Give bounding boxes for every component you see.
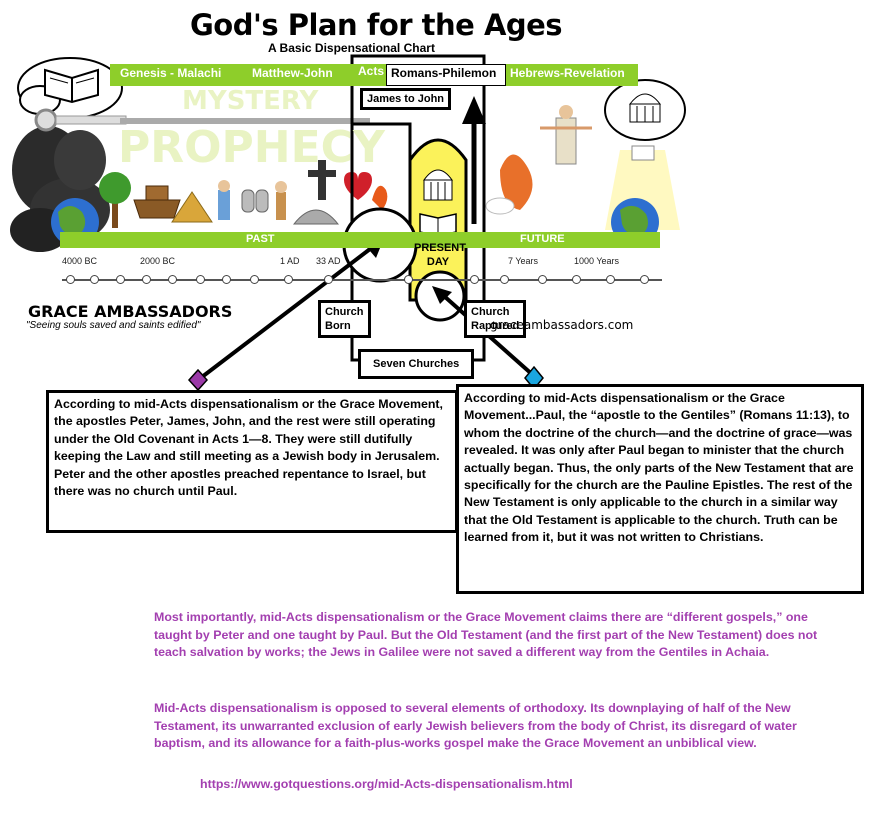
timeline-tick	[90, 275, 99, 284]
church-born-line1: Church	[325, 305, 364, 319]
timeline-tick	[284, 275, 293, 284]
prophecy-word: PROPHECY	[118, 122, 385, 173]
present-day-line1: PRESENT	[414, 241, 462, 255]
seven-churches-label: Seven Churches	[358, 349, 474, 379]
future-label: FUTURE	[520, 233, 565, 245]
timeline-tick	[404, 275, 413, 284]
source-link[interactable]: https://www.gotquestions.org/mid-Acts-di…	[200, 776, 573, 794]
prophet-icon	[275, 181, 287, 220]
ark-icon	[134, 186, 180, 218]
fire-icon	[372, 186, 387, 210]
book-cloud-icon	[18, 58, 122, 118]
grace-ambassadors-logo-text: GRACE AMBASSADORS	[28, 302, 232, 321]
james-to-john-label: James to John	[360, 88, 451, 110]
band-matthew-john: Matthew-John	[252, 66, 333, 80]
timeline-tick	[196, 275, 205, 284]
band-genesis-malachi: Genesis - Malachi	[120, 66, 221, 80]
rapture-arrow-head	[462, 96, 486, 124]
present-day-line2: DAY	[414, 255, 462, 269]
temple-cloud-icon	[605, 80, 685, 140]
band-romans-philemon: Romans-Philemon	[391, 66, 496, 80]
timeline-label: 1 AD	[280, 256, 300, 266]
timeline-tick	[500, 275, 509, 284]
timeline-tick	[116, 275, 125, 284]
timeline-label: 1000 Years	[574, 256, 619, 266]
left-explanation-box: According to mid-Acts dispensationalism …	[46, 390, 458, 533]
grace-ambassadors-url: graceambassadors.com	[490, 318, 633, 332]
jesus-icon	[540, 105, 592, 164]
present-day-label: PRESENT DAY	[414, 241, 462, 269]
church-raptured-line1: Church	[471, 305, 519, 319]
timeline-tick	[640, 275, 649, 284]
timeline-label: 33 AD	[316, 256, 341, 266]
heart-icon	[344, 172, 372, 200]
timeline-tick	[250, 275, 259, 284]
mystery-word: MYSTERY	[182, 86, 318, 116]
timeline-tick	[606, 275, 615, 284]
tomb-icon	[294, 210, 338, 224]
past-label: PAST	[246, 233, 275, 245]
key-icon	[36, 110, 56, 130]
commentary-paragraph-2: Mid-Acts dispensationalism is opposed to…	[154, 700, 834, 753]
timeline-label: 7 Years	[508, 256, 538, 266]
timeline-tick	[142, 275, 151, 284]
commentary-paragraph-1: Most importantly, mid-Acts dispensationa…	[154, 609, 834, 662]
timeline-tick	[324, 275, 333, 284]
temple-icon	[424, 170, 452, 200]
right-explanation-box: According to mid-Acts dispensationalism …	[456, 384, 864, 594]
timeline-label: 4000 BC	[62, 256, 97, 266]
church-born-label: Church Born	[318, 300, 371, 338]
band-hebrews-revelation: Hebrews-Revelation	[510, 66, 625, 80]
timeline-tick	[470, 275, 479, 284]
ground-band	[60, 232, 660, 248]
church-born-line2: Born	[325, 319, 364, 333]
grace-ambassadors-tagline: "Seeing souls saved and saints edified"	[26, 320, 200, 331]
timeline-tick	[66, 275, 75, 284]
timeline-tick	[572, 275, 581, 284]
timeline-tick	[538, 275, 547, 284]
band-acts: Acts	[358, 64, 386, 86]
timeline-label: 2000 BC	[140, 256, 175, 266]
moses-icon	[218, 180, 230, 220]
timeline-tick	[222, 275, 231, 284]
tablets-icon	[242, 190, 268, 212]
timeline-tick	[168, 275, 177, 284]
